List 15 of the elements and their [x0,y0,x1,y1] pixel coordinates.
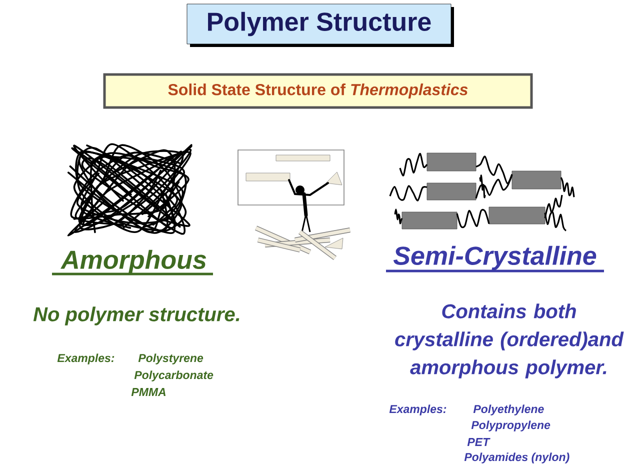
example-label: Examples: [57,354,114,364]
heading: Amorphous [52,250,213,276]
example-item: Polystyrene [138,354,204,364]
example-item: PET [467,438,490,446]
example-item: PMMA [131,388,166,396]
example-item: Polyamides (nylon) [464,452,570,464]
description-text: Contains both crystalline (ordered)and amorphous polymer. [395,304,624,378]
title-box: Polymer Structure [186,4,454,47]
example-item: Polypropylene [471,420,550,432]
example-label: Examples: [389,404,446,416]
heading: Semi-Crystalline [386,246,604,272]
description-text: No polymer structure. [33,306,240,326]
example-item: Polycarbonate [134,370,214,382]
example-item: Polyethylene [473,404,544,416]
subtitle-box: Solid State Structure of Thermoplastics [103,73,533,109]
